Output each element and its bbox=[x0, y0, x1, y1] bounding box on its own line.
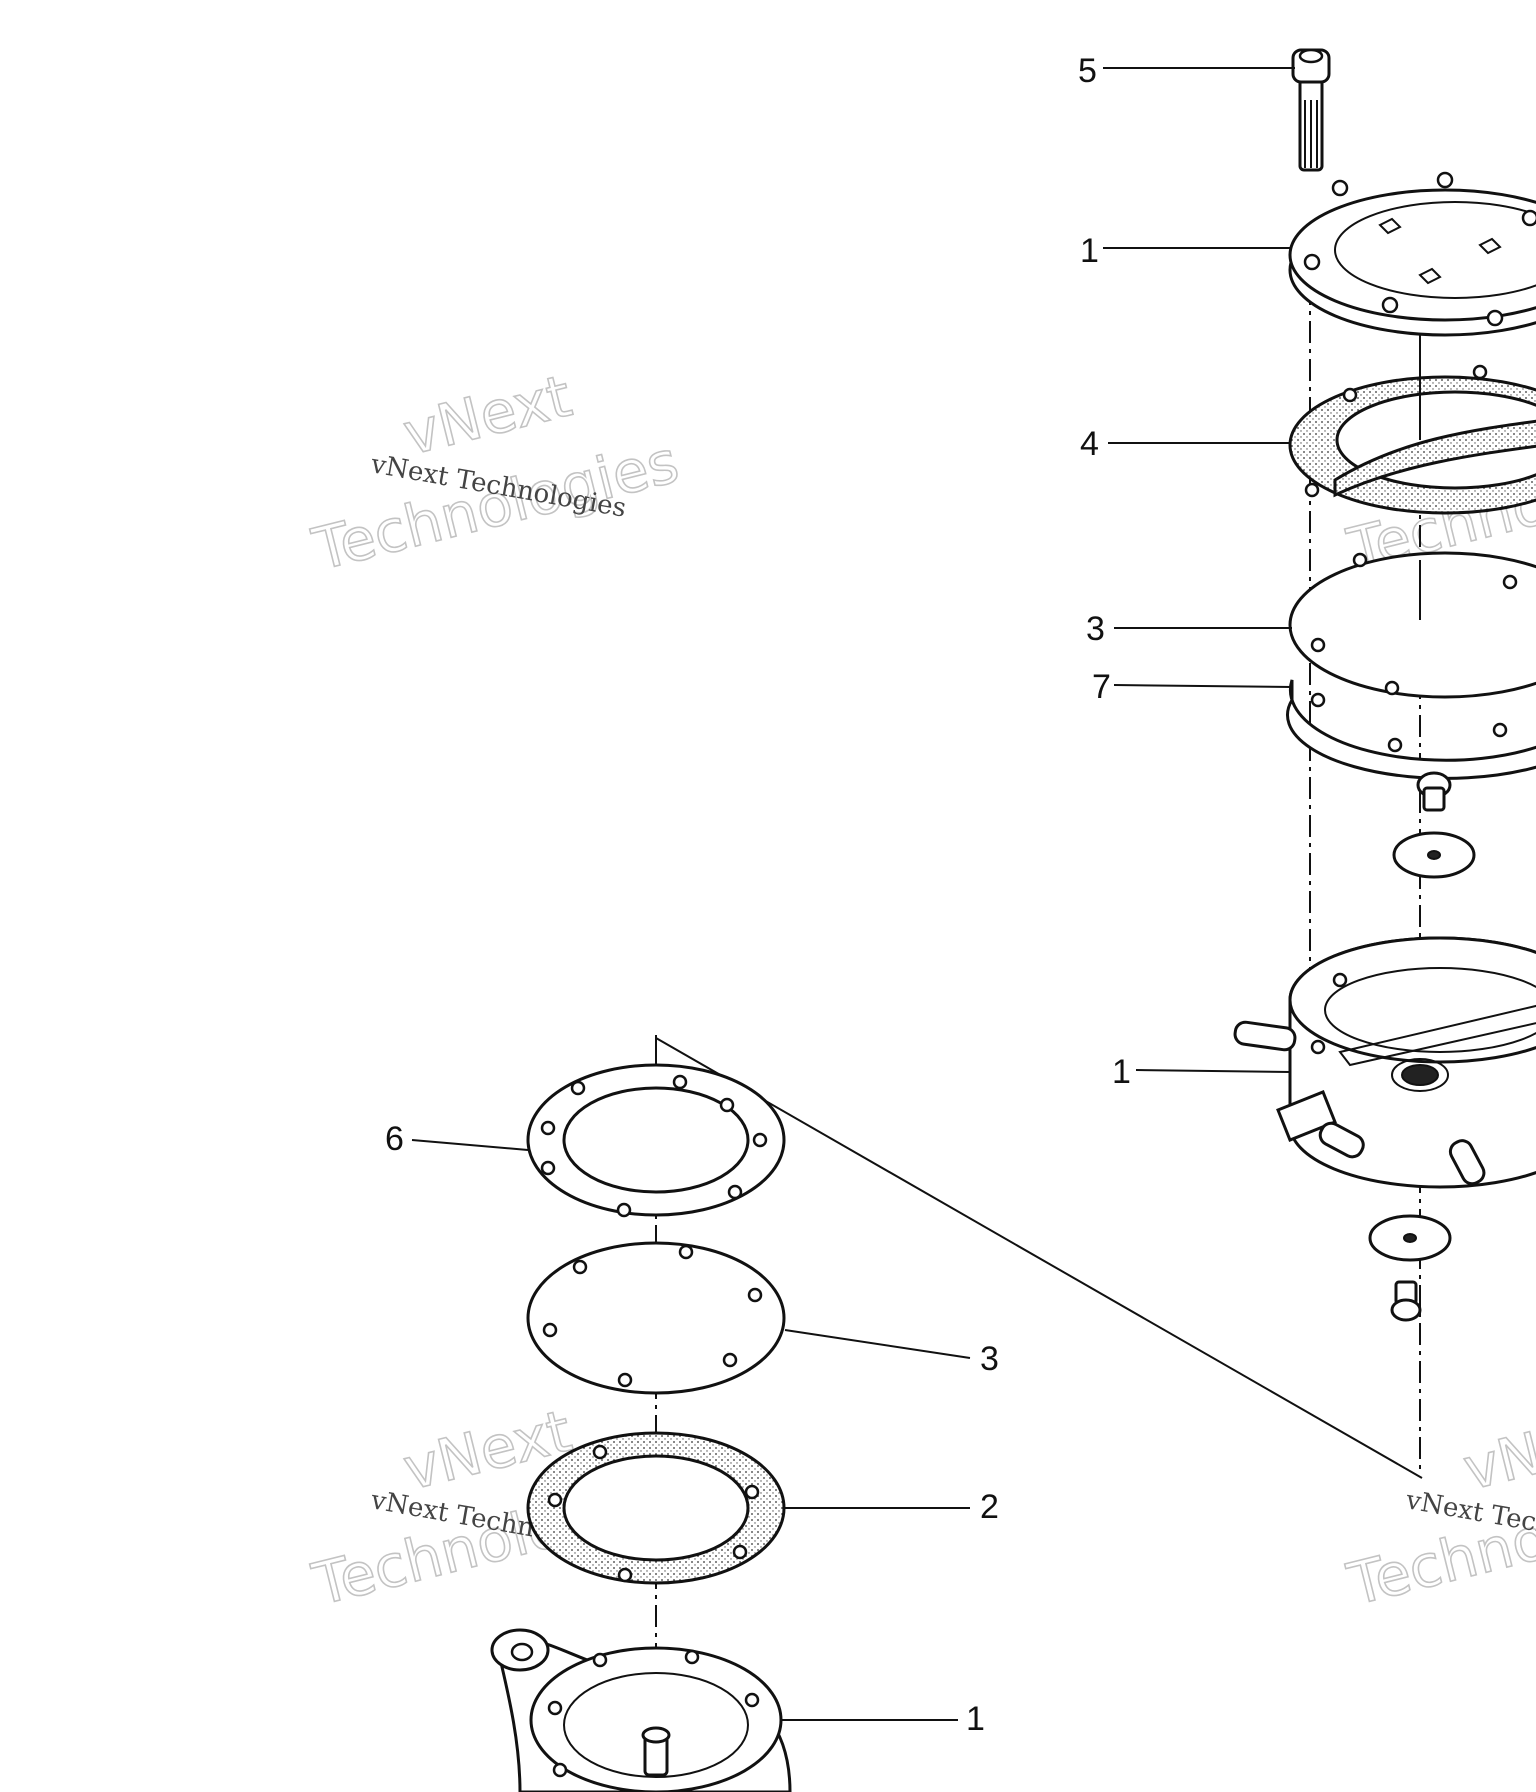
callout-base-cover: 1 bbox=[966, 1700, 985, 1738]
base-cover bbox=[490, 1628, 792, 1792]
callout-gasket-7: 7 bbox=[1092, 668, 1111, 706]
gasket-2 bbox=[526, 1431, 786, 1585]
pump-body bbox=[1233, 936, 1536, 1189]
gasket-4 bbox=[1288, 340, 1536, 515]
watermark-top-left: vNext Technologies vNext Technologies bbox=[305, 361, 686, 585]
callout-pump-body: 1 bbox=[1112, 1053, 1131, 1091]
leader-pump-body bbox=[1135, 1069, 1291, 1073]
leader-lines bbox=[411, 67, 1295, 1721]
leader-diaphragm-bottom bbox=[784, 1329, 971, 1359]
callout-diaphragm-top: 3 bbox=[1086, 610, 1105, 648]
top-cover bbox=[1288, 171, 1536, 337]
callout-bolt: 5 bbox=[1078, 52, 1097, 90]
bolt bbox=[1291, 48, 1331, 172]
leader-gasket-6 bbox=[411, 1139, 529, 1151]
callout-gasket-6: 6 bbox=[385, 1120, 404, 1158]
gasket-6 bbox=[526, 1063, 786, 1218]
outlet-nipple-1 bbox=[1318, 1121, 1365, 1159]
outlet-nipple-2 bbox=[1448, 1139, 1486, 1186]
inlet-nipple bbox=[1233, 1020, 1297, 1052]
callout-gasket-2: 2 bbox=[980, 1488, 999, 1526]
leader-gasket-7 bbox=[1113, 684, 1293, 688]
watermark-outline-line1: vNext bbox=[1457, 1397, 1536, 1504]
valve-upper bbox=[1392, 771, 1476, 879]
watermark-bottom-right: vNext Technologies vNext Technologies bbox=[1340, 1396, 1536, 1620]
callout-diaphragm-bottom: 3 bbox=[980, 1340, 999, 1378]
callout-gasket-4: 4 bbox=[1080, 425, 1099, 463]
gasket-7 bbox=[1286, 679, 1536, 780]
connection-line bbox=[655, 1037, 1423, 1479]
diaphragm-bottom bbox=[526, 1241, 786, 1395]
valve-lower bbox=[1368, 1214, 1452, 1322]
watermark-outline-line2: Technologies bbox=[306, 427, 685, 583]
diaphragm-top bbox=[1288, 551, 1536, 699]
callout-top-cover: 1 bbox=[1080, 232, 1099, 270]
outlet-block bbox=[1276, 1090, 1337, 1142]
watermark-outline-line1: vNext bbox=[397, 362, 578, 469]
callout-labels: 5 1 4 3 7 1 6 3 2 1 bbox=[385, 52, 1131, 1738]
